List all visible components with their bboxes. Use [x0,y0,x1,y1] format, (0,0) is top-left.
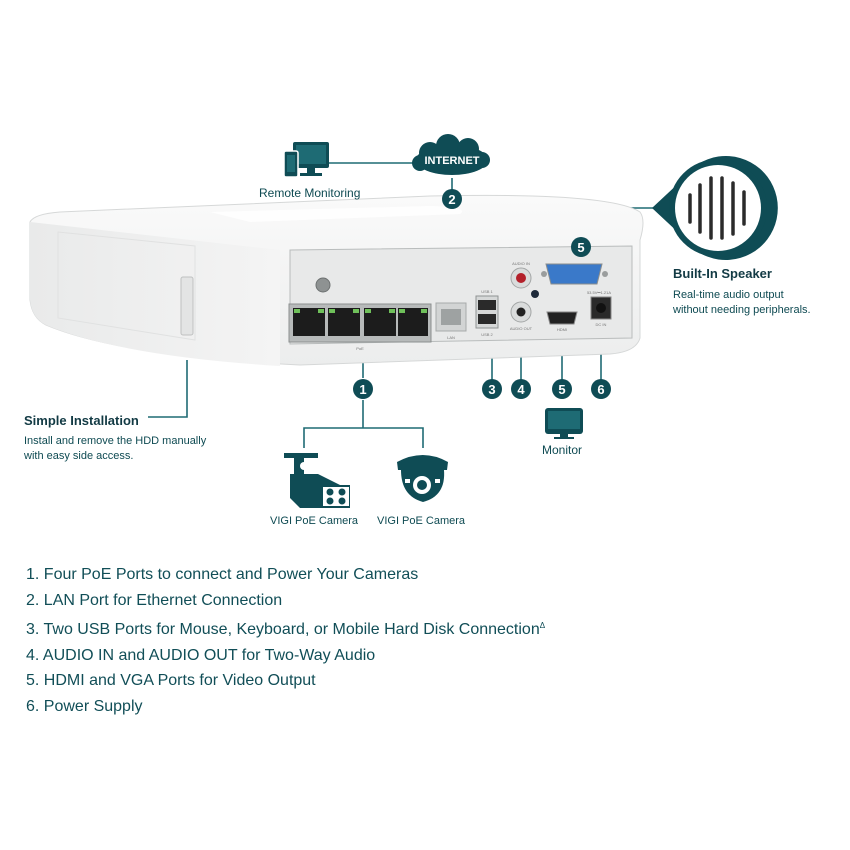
legend-item: 5. HDMI and VGA Ports for Video Output [26,668,545,694]
installation-title: Simple Installation [24,413,139,428]
monitor-label: Monitor [542,443,583,457]
installation-description: Install and remove the HDD manually with… [24,434,206,464]
speaker-icon [675,165,761,251]
footnote-marker: Δ [539,621,546,631]
nvr-device [29,194,644,366]
dome-camera-label: VIGI PoE Camera [377,515,466,527]
remote-monitoring-label: Remote Monitoring [259,186,361,200]
hdmi-label: HDMI [557,327,567,332]
cloud-icon [412,134,490,175]
number-badges [353,189,611,399]
legend-item: 6. Power Supply [26,694,545,720]
hdd-bay-cover [57,231,196,341]
badge-4 [511,379,531,399]
badge-5-vga [571,237,591,257]
legend-item-text: 5. HDMI and VGA Ports for Video Output [26,672,316,690]
vga-port[interactable] [545,263,603,285]
bullet-camera-icon [284,453,350,508]
speaker-callout-graphic [652,156,778,260]
legend-item: 4. AUDIO IN and AUDIO OUT for Two-Way Au… [26,643,545,669]
device-side-panel [30,222,280,366]
legend-item-text: 1. Four PoE Ports to connect and Power Y… [26,566,419,583]
badge-5-text: 5 [558,382,565,397]
power-rating-label: 53.5V⎓1.21A [587,290,611,295]
hdd-bay-latch[interactable] [180,276,194,336]
speaker-title: Built-In Speaker [673,266,772,281]
legend-item-text: 4. AUDIO IN and AUDIO OUT for Two-Way Au… [26,646,376,664]
top-highlight [210,206,462,222]
usb2-label: USB 2 [481,332,493,337]
poe-port-group [288,303,432,343]
usb-port-1[interactable] [478,300,496,310]
installation-desc-line-1: Install and remove the HDD manually [24,435,207,447]
legend-item-text: 6. Power Supply [26,697,143,715]
badge-3-text: 3 [488,382,495,397]
hdmi-port[interactable] [546,311,578,325]
badge-2-text: 2 [448,192,455,207]
legend-item-text: 2. LAN Port for Ethernet Connection [26,591,283,609]
usb1-label: USB 1 [481,289,493,294]
legend-item: 3. Two USB Ports for Mouse, Keyboard, or… [26,613,545,643]
hdd-line [148,360,188,418]
legend-item-text: 3. Two USB Ports for Mouse, Keyboard, or… [26,621,540,639]
badge-5-vga-text: 5 [577,240,584,255]
badge-1 [353,379,373,399]
badge-1-text: 1 [359,382,366,397]
audio-knob [531,290,539,298]
bullet-camera-label: VIGI PoE Camera [270,515,359,527]
legend-item: 2. LAN Port for Ethernet Connection [26,588,545,614]
speaker-description: Real-time audio output without needing p… [673,288,811,318]
poe-label: PoE [356,346,364,351]
audio-out-label: AUDIO OUT [510,326,533,331]
badge-2 [442,189,462,209]
badge-6-text: 6 [597,382,604,397]
badge-6 [591,379,611,399]
badge-4-text: 4 [517,382,525,397]
speaker-desc-line-2: without needing peripherals. [673,304,811,316]
lan-label: LAN [447,335,455,340]
badge-3 [482,379,502,399]
installation-desc-line-2: with easy side access. [24,450,134,462]
speaker-desc-line-1: Real-time audio output [673,289,784,301]
camera-branch-line [303,427,424,448]
badge-5 [552,379,572,399]
desktop-phone-icon [283,142,329,178]
monitor-icon [545,408,583,439]
legend-item: 1. Four PoE Ports to connect and Power Y… [26,562,545,588]
audio-in-label: AUDIO IN [512,261,530,266]
dc-label: DC IN [596,322,607,327]
dome-camera-icon [397,455,448,502]
ground-screw [315,277,331,293]
feature-legend: 1. Four PoE Ports to connect and Power Y… [26,562,545,720]
internet-label: INTERNET [425,155,480,167]
usb-port-2[interactable] [478,314,496,324]
